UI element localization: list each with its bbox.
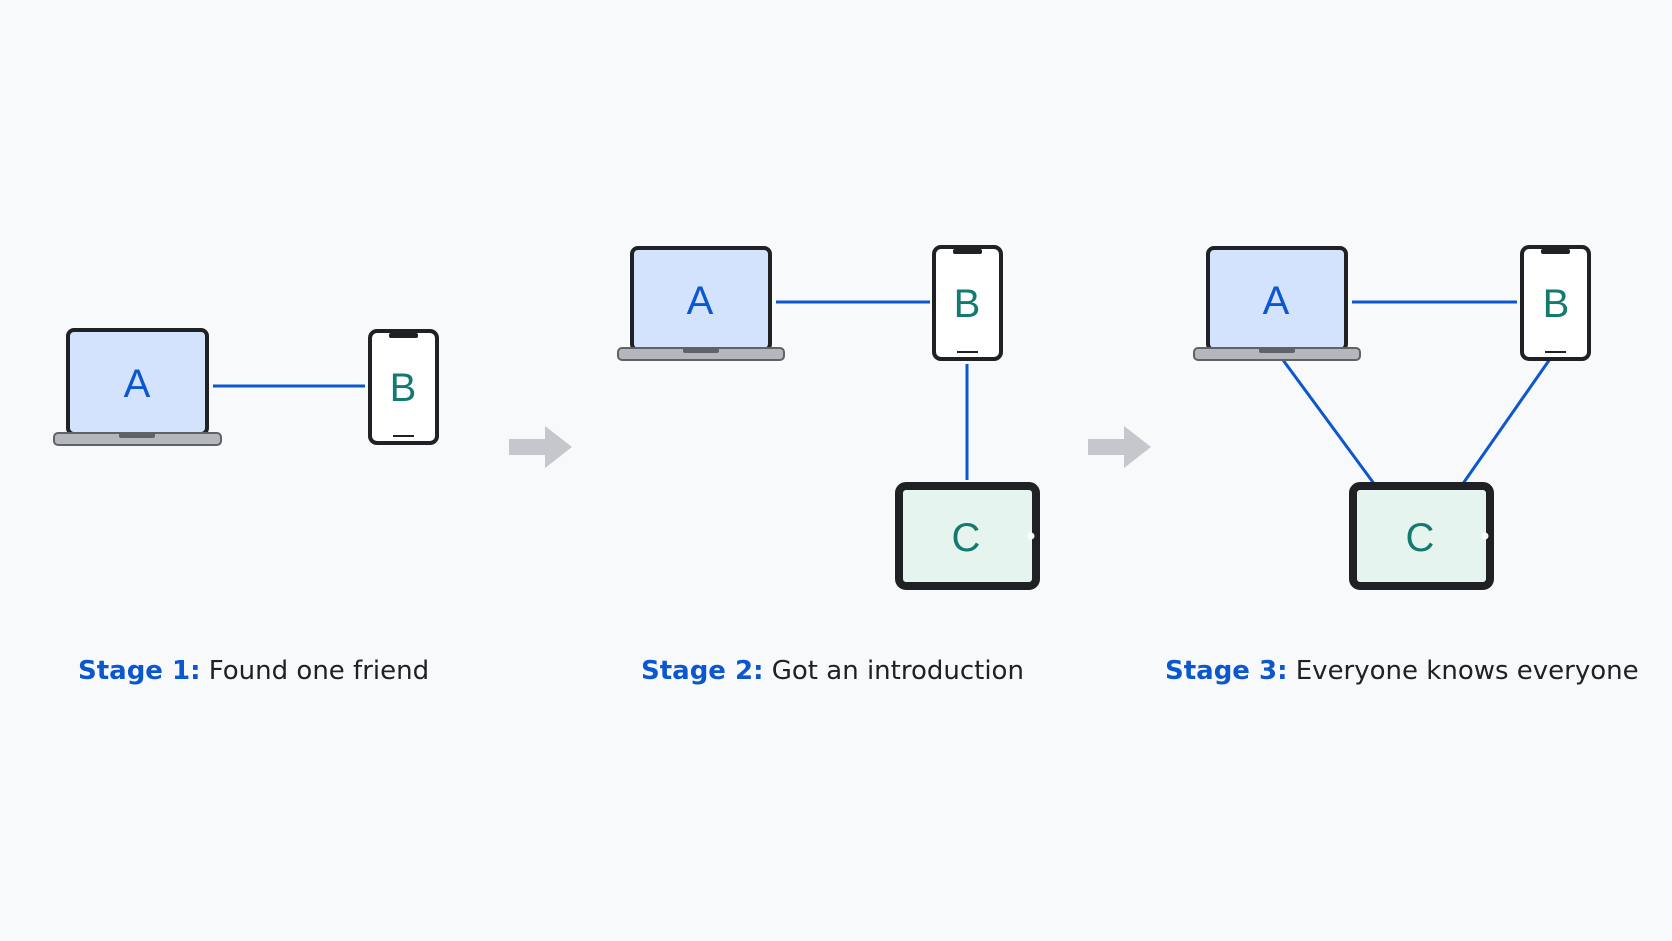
phone-icon: B: [1520, 245, 1591, 361]
node-label-b: B: [1543, 282, 1570, 326]
node-label-a: A: [1263, 279, 1290, 323]
tablet-icon: C: [895, 482, 1040, 590]
phone-icon: B: [932, 245, 1003, 361]
stage-1-caption: Stage 1: Found one friend: [78, 656, 429, 686]
connection-b-c: [1460, 358, 1552, 486]
laptop-icon: A: [53, 328, 222, 446]
stage-1-prefix: Stage 1:: [78, 656, 200, 686]
stage-3-prefix: Stage 3:: [1165, 656, 1287, 686]
stage-2-caption: Stage 2: Got an introduction: [641, 656, 1024, 686]
node-label-b: B: [954, 282, 981, 326]
node-label-b: B: [390, 366, 417, 410]
stage-3-text: Everyone knows everyone: [1296, 656, 1639, 686]
tablet-icon: C: [1349, 482, 1494, 590]
node-label-a: A: [124, 362, 151, 406]
stage-2-prefix: Stage 2:: [641, 656, 763, 686]
stage-1: A B: [53, 328, 439, 446]
stage-1-text: Found one friend: [209, 656, 429, 686]
stage-3: A B C: [1193, 245, 1591, 590]
node-label-a: A: [687, 279, 714, 323]
laptop-icon: A: [1193, 246, 1361, 361]
laptop-icon: A: [617, 246, 785, 361]
connection-a-c: [1281, 359, 1377, 486]
arrow-right-icon: [1088, 426, 1151, 468]
stage-2-text: Got an introduction: [772, 656, 1024, 686]
node-label-c: C: [1406, 516, 1435, 560]
stage-3-caption: Stage 3: Everyone knows everyone: [1165, 656, 1639, 686]
node-label-c: C: [952, 516, 981, 560]
phone-icon: B: [368, 329, 439, 445]
stage-2: A B C: [617, 245, 1040, 590]
arrow-right-icon: [509, 426, 572, 468]
